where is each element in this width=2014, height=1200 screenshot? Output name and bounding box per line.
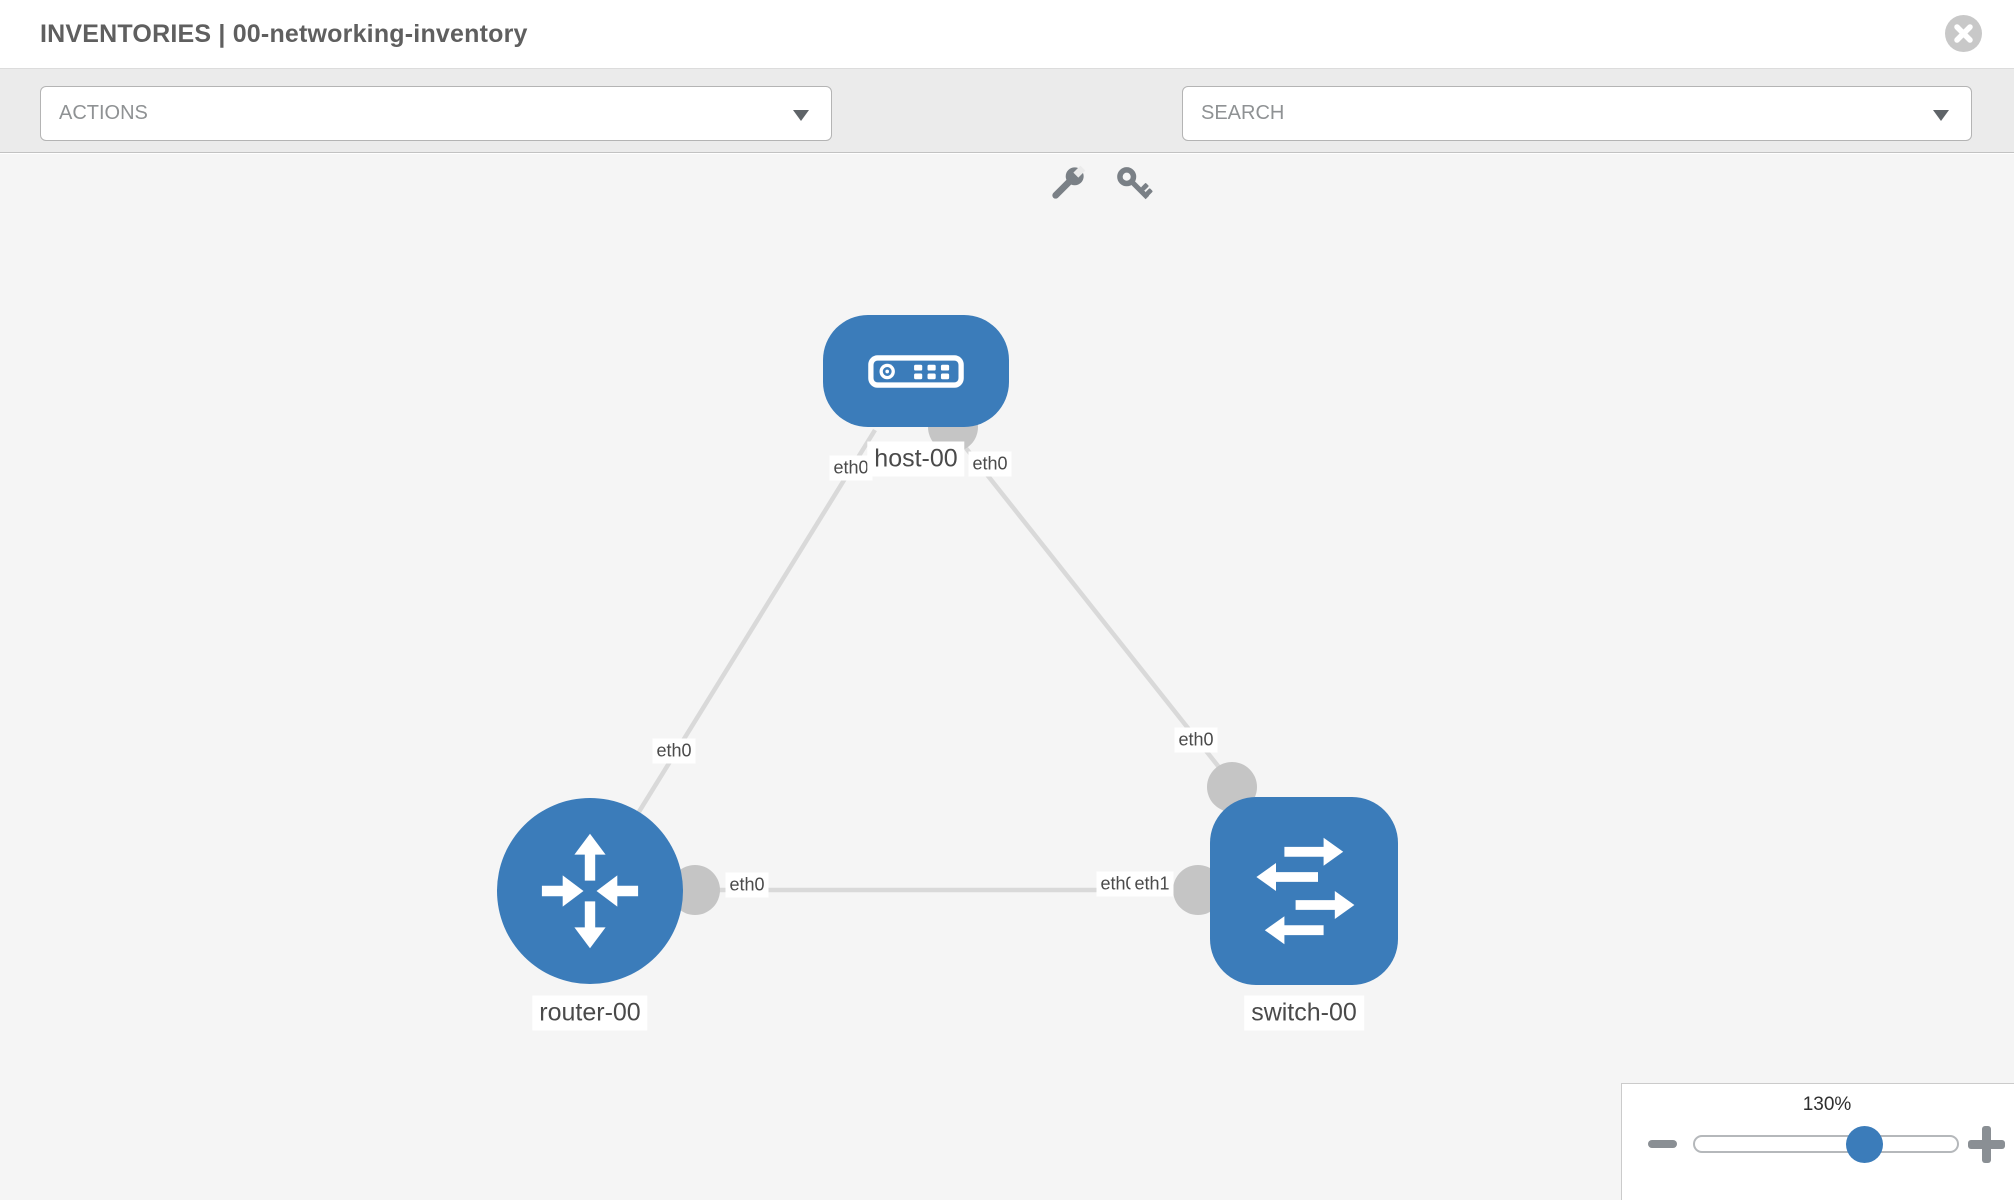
node-label-router-00[interactable]: router-00 (532, 995, 648, 1031)
search-input-placeholder: SEARCH (1201, 102, 1285, 124)
zoom-slider-thumb[interactable] (1846, 1126, 1883, 1163)
close-x-icon (1954, 24, 1973, 43)
actions-dropdown[interactable]: ACTIONS (40, 86, 832, 141)
node-label-host-00[interactable]: host-00 (867, 441, 965, 477)
chevron-down-icon (793, 110, 809, 121)
zoom-out-button[interactable] (1648, 1140, 1677, 1148)
wrench-button[interactable] (1044, 163, 1088, 207)
node-router-00[interactable] (497, 798, 683, 984)
zoom-level-readout: 130% (1802, 1094, 1852, 1115)
zoom-slider-track[interactable] (1693, 1135, 1959, 1153)
server-icon (868, 355, 964, 388)
header: INVENTORIES | 00-networking-inventory (0, 0, 2014, 69)
actions-dropdown-label: ACTIONS (59, 102, 148, 124)
zoom-in-button[interactable] (1968, 1126, 2005, 1163)
node-host-00[interactable] (823, 315, 1009, 427)
topology-canvas[interactable] (0, 154, 2014, 1200)
wrench-icon (1052, 165, 1086, 199)
key-icon (1117, 167, 1153, 200)
zoom-panel: 130% (1621, 1083, 2014, 1200)
node-label-switch-00[interactable]: switch-00 (1244, 995, 1364, 1031)
edge-host-00-switch-00[interactable] (948, 426, 1247, 802)
close-button[interactable] (1945, 15, 1982, 52)
router-arrows-icon (541, 833, 639, 949)
search-dropdown[interactable]: SEARCH (1182, 86, 1972, 141)
key-button[interactable] (1113, 163, 1157, 207)
page-title: INVENTORIES | 00-networking-inventory (40, 20, 528, 48)
node-switch-00[interactable] (1210, 797, 1398, 985)
chevron-down-icon (1933, 110, 1949, 121)
toolbar: ACTIONS SEARC (0, 69, 2014, 200)
plus-icon (1982, 1126, 1991, 1163)
switch-arrows-icon (1256, 837, 1355, 945)
interface-connector (670, 865, 720, 915)
